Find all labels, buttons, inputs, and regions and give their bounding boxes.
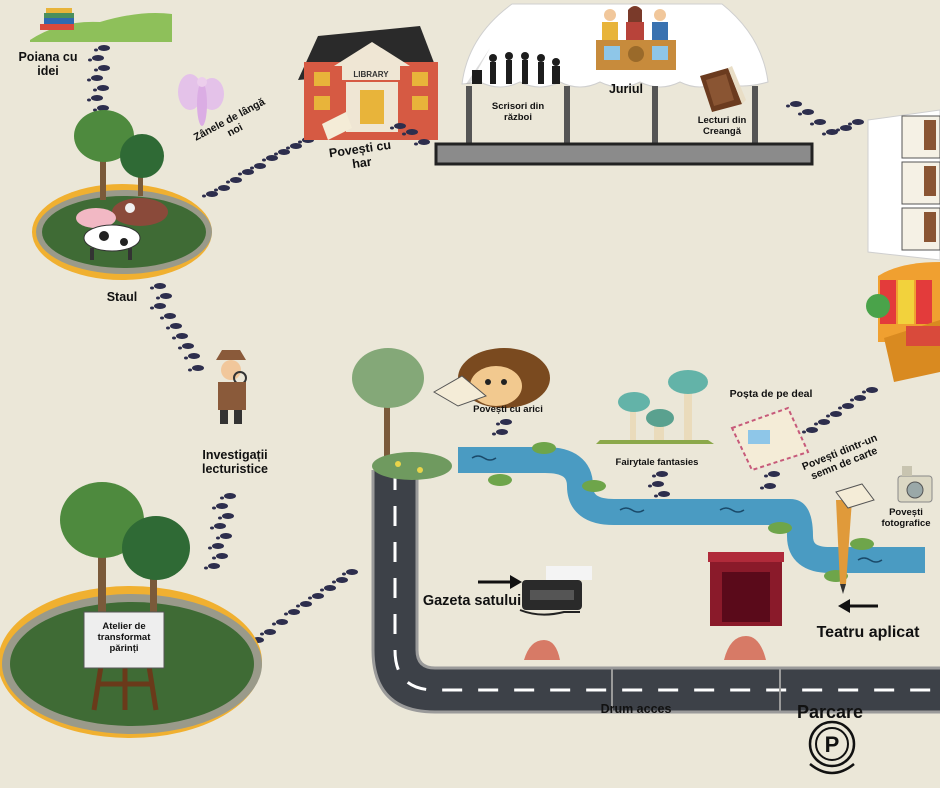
label-povesti-cu-arici: Povești cu arici <box>473 404 543 415</box>
label-staul: Staul <box>106 290 138 304</box>
arrow-left-icon <box>838 599 878 613</box>
label-teatru-aplicat: Teatru aplicat <box>816 624 920 641</box>
footprints-icon <box>150 283 204 372</box>
footprints-icon <box>87 45 110 112</box>
arrow-right-icon <box>478 575 522 589</box>
soldiers-icon <box>472 52 560 84</box>
books-icon <box>30 8 172 42</box>
label-drum-acces: Drum acces <box>600 702 672 716</box>
footprints-icon <box>204 493 236 570</box>
label-atelier: Atelier de transformat părinți <box>97 621 151 654</box>
old-book-icon <box>700 66 746 112</box>
library-building-icon: LIBRARY <box>298 26 438 140</box>
tree-icon <box>60 482 190 620</box>
footprints-icon <box>786 101 864 136</box>
stalls-icon <box>866 109 940 382</box>
svg-text:P: P <box>825 732 840 757</box>
label-scrisori-din-razboi: Scrisori din război <box>491 101 545 123</box>
typewriter-icon <box>519 566 592 660</box>
road-icon <box>371 470 940 714</box>
easel-icon <box>83 611 165 711</box>
label-parcare: Parcare <box>796 702 864 722</box>
mushrooms-icon <box>596 370 714 444</box>
tree-icon <box>352 348 452 480</box>
label-gazeta-satului: Gazeta satului <box>422 593 522 609</box>
label-juriul: Juriul <box>608 82 644 96</box>
bookmark-icon <box>835 483 875 594</box>
label-investigatii: Investigații lecturistice <box>201 448 268 477</box>
library-sign: LIBRARY <box>353 70 389 79</box>
label-lecturi-din-creanga: Lecturi din Creangă <box>697 115 747 137</box>
detective-icon <box>216 350 247 424</box>
label-fairytale-fantasies: Fairytale fantasies <box>615 457 699 468</box>
curtain-icon <box>708 552 784 660</box>
footprints-icon <box>202 137 314 198</box>
fairy-icon <box>178 74 224 126</box>
label-poiana-cu-idei: Poiana cu idei <box>18 50 78 79</box>
parking-icon: P <box>808 720 856 775</box>
camera-icon <box>897 466 933 503</box>
footprints-icon <box>248 569 358 644</box>
tree-icon <box>74 110 164 200</box>
label-povesti-fotografice: Povești fotografice <box>881 507 931 529</box>
label-posta-de-pe-deal: Poșta de pe deal <box>729 388 813 400</box>
postcard-icon <box>730 406 810 472</box>
cows-icon <box>76 198 168 260</box>
river-icon <box>458 442 925 582</box>
jury-icon <box>596 6 676 70</box>
hedgehog-icon <box>433 348 550 408</box>
